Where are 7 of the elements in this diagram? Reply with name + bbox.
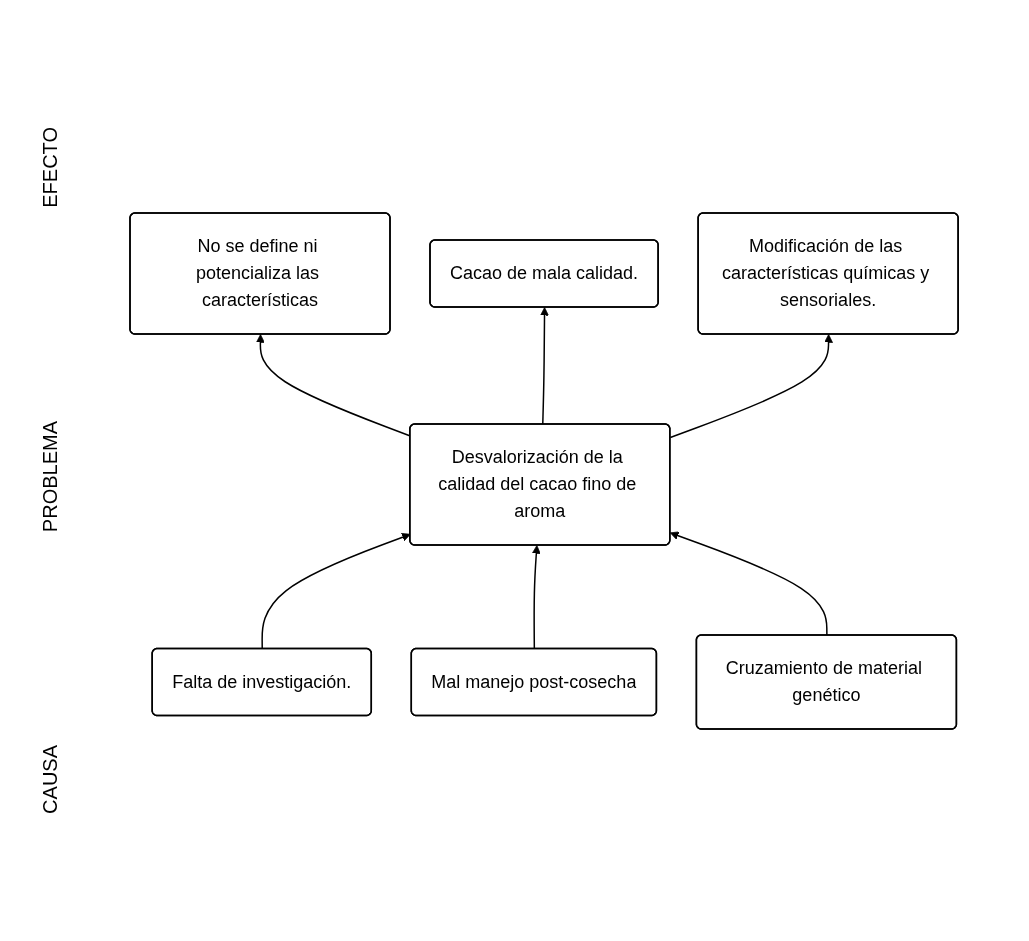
row-label: EFECTO (38, 126, 62, 208)
arrow (670, 333, 834, 438)
row-label: CAUSA (38, 745, 62, 815)
arrow (540, 306, 550, 425)
arrow (532, 544, 542, 650)
arrow (670, 530, 829, 636)
row-label: PROBLEMA (38, 420, 62, 532)
